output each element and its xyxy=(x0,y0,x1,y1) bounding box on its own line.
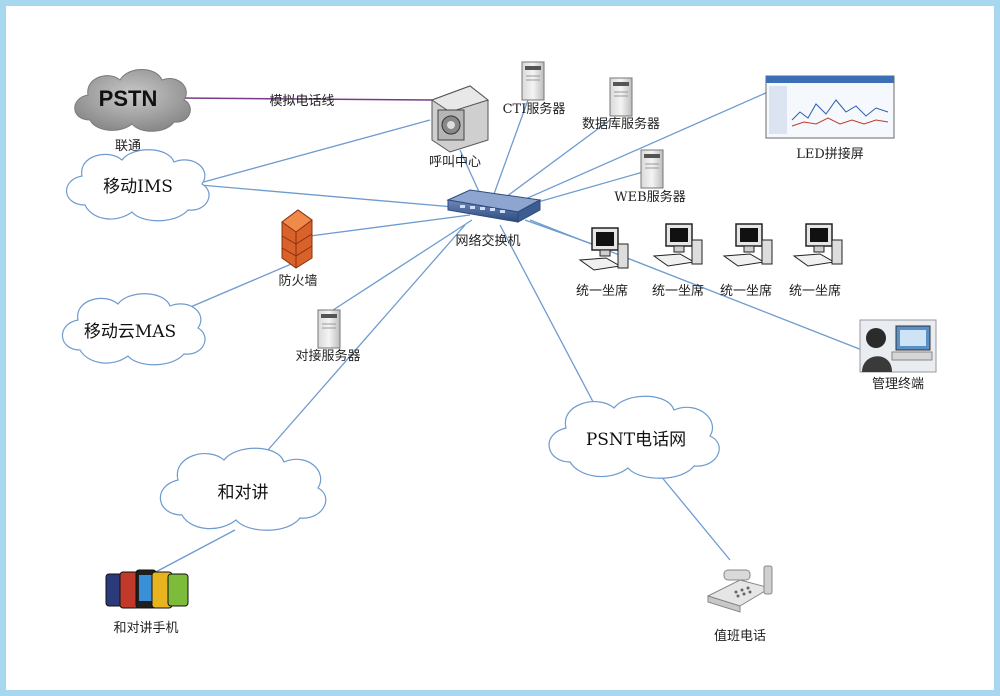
smartphones-icon xyxy=(105,569,189,609)
mgmt-terminal-node: 管理终端 xyxy=(859,319,937,392)
walkie-phone-node: 和对讲手机 xyxy=(105,569,189,636)
cloud-icon xyxy=(66,149,210,222)
link-switch-ims xyxy=(199,184,489,211)
link-switch-firewall xyxy=(309,214,471,237)
walkie-cloud: 和对讲 xyxy=(159,447,327,531)
seat-label: 统一坐席 xyxy=(789,283,841,299)
server-tower-icon xyxy=(317,309,341,349)
network-switch-icon xyxy=(446,189,542,223)
psnt-label: PSNT电话网 xyxy=(586,430,686,450)
pstn-label: PSTN xyxy=(99,86,158,111)
seat-1: 统一坐席 xyxy=(576,227,629,299)
mobile-mas-label: 移动云MAS xyxy=(84,322,176,342)
web-server-node: WEB服务器 xyxy=(614,149,686,205)
user-at-computer-icon xyxy=(859,319,937,373)
desk-phone-icon xyxy=(706,565,773,613)
duty-phone-label: 值班电话 xyxy=(714,628,766,644)
web-server-label: WEB服务器 xyxy=(614,189,685,205)
switch-label: 网络交换机 xyxy=(455,233,520,249)
seat-4: 统一坐席 xyxy=(789,223,843,299)
link-switch-led xyxy=(504,91,769,209)
cloud-icon xyxy=(61,293,206,366)
analog-line-label: 模拟电话线 xyxy=(269,94,334,109)
brick-firewall-icon xyxy=(281,209,313,269)
mobile-mas-cloud: 移动云MAS xyxy=(61,293,206,366)
led-screen-node: LED拼接屏 xyxy=(765,75,895,162)
mgmt-terminal-label: 管理终端 xyxy=(872,376,924,392)
firewall-label: 防火墙 xyxy=(278,273,317,289)
desktop-computer-icon xyxy=(578,227,629,271)
link-callcenter-ims xyxy=(199,119,431,184)
walkie-label: 和对讲 xyxy=(218,483,269,503)
switch-node: 网络交换机 xyxy=(446,189,542,249)
cloud-icon xyxy=(159,447,327,531)
seat-2: 统一坐席 xyxy=(652,223,704,299)
desktop-computer-icon xyxy=(792,223,843,267)
server-tower-icon xyxy=(640,149,664,189)
link-psnt-duty xyxy=(659,474,731,561)
db-server-label: 数据库服务器 xyxy=(582,116,660,132)
link-switch-mgmt xyxy=(529,219,863,351)
link-walkie-phone xyxy=(149,529,236,576)
led-screen-label: LED拼接屏 xyxy=(796,146,864,162)
duty-phone-node: 值班电话 xyxy=(706,565,773,644)
cti-server-label: CTI服务器 xyxy=(503,101,566,117)
docking-server-label: 对接服务器 xyxy=(295,348,360,364)
db-server-node: 数据库服务器 xyxy=(582,77,660,132)
connection-lines xyxy=(149,91,863,576)
unicom-label: 联通 xyxy=(115,139,141,154)
desktop-computer-icon xyxy=(652,223,703,267)
docking-server-node: 对接服务器 xyxy=(295,309,361,364)
cti-server-node: CTI服务器 xyxy=(503,61,566,117)
link-switch-db xyxy=(494,119,611,206)
firewall-node: 防火墙 xyxy=(278,209,318,289)
seat-label: 统一坐席 xyxy=(576,283,628,299)
cloud-icon xyxy=(74,69,191,132)
link-switch-psnt xyxy=(499,224,601,416)
call-center-label: 呼叫中心 xyxy=(429,155,481,170)
analog-phone-link xyxy=(179,97,433,101)
server-tower-icon xyxy=(521,61,545,101)
desktop-computer-icon xyxy=(722,223,773,267)
mobile-ims-cloud: 移动IMS xyxy=(66,149,210,222)
link-switch-cti xyxy=(489,99,529,206)
seat-label: 统一坐席 xyxy=(720,283,772,299)
call-center-node: 呼叫中心 xyxy=(429,85,490,170)
seat-3: 统一坐席 xyxy=(720,223,773,299)
pstn-cloud: PSTN xyxy=(74,69,191,132)
link-switch-docking xyxy=(329,219,473,313)
seat-label: 统一坐席 xyxy=(652,283,704,299)
server-tower-icon xyxy=(609,77,633,117)
mobile-ims-label: 移动IMS xyxy=(103,177,173,197)
walkie-phone-label: 和对讲手机 xyxy=(113,621,178,636)
link-switch-walkie xyxy=(267,224,466,451)
psnt-cloud: PSNT电话网 xyxy=(548,395,720,479)
monitor-screen-icon xyxy=(765,75,895,139)
cloud-icon xyxy=(548,395,720,479)
call-center-box-icon xyxy=(430,85,490,153)
